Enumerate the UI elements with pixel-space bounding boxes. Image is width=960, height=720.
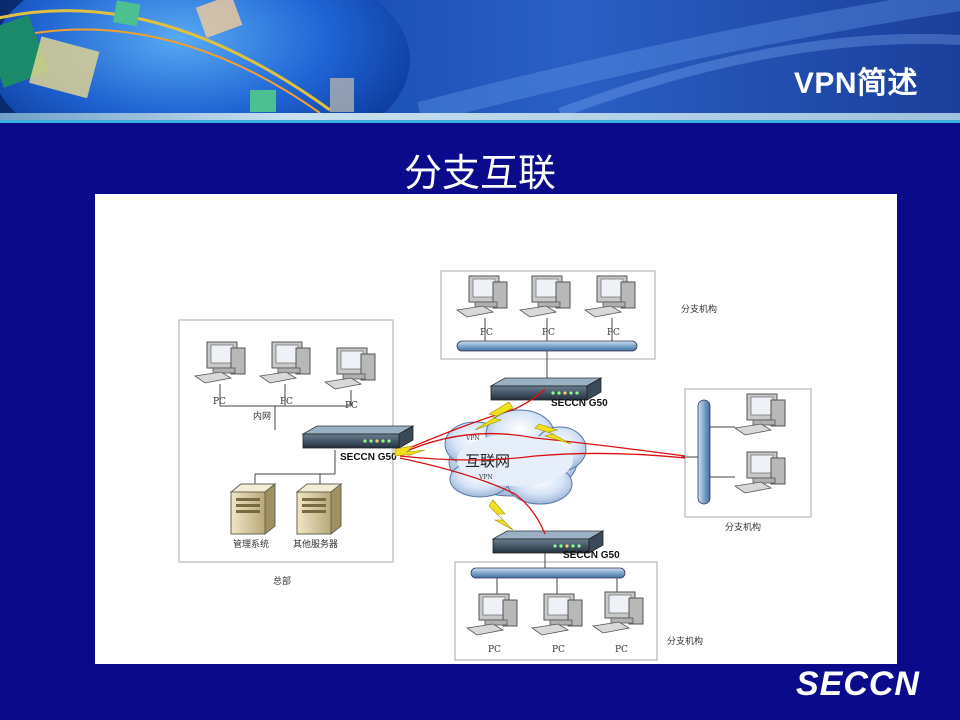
branch-top-pc-1-label: PC [480, 328, 493, 338]
branch-top-pc-3-label: PC [607, 328, 620, 338]
vpn-tunnels [399, 388, 686, 535]
hq-pc-2-label: PC [280, 397, 293, 407]
branch-right-frame [684, 388, 812, 518]
hq-pc-1 [194, 341, 246, 384]
other-server [296, 483, 342, 535]
branch-top-router-label: SECCN G50 [551, 398, 608, 409]
hq-lan-label: 内网 [253, 410, 271, 422]
branch-top-router [490, 377, 602, 401]
hq-pc-3 [324, 347, 376, 390]
branch-top-pc-3 [584, 275, 636, 318]
branch-top-bus [456, 340, 638, 352]
seccn-logo: SECCN [795, 665, 920, 703]
hq-pc-3-label: PC [345, 401, 358, 411]
network-diagram: PC PC PC 内网 SECCN G50 管理系统 其他服务器 总部 PC P… [178, 270, 812, 661]
branch-bottom-pc-2-label: PC [552, 645, 565, 655]
vpn-label-1: VPN [465, 435, 480, 442]
branch-bottom-pc-3 [592, 591, 644, 634]
other-server-label: 其他服务器 [293, 538, 338, 550]
header-banner: VPN简述 [0, 0, 960, 113]
mgmt-server [230, 483, 276, 535]
branch-right-pc-1 [734, 393, 786, 436]
hq-pc-2 [259, 341, 311, 384]
hq-router-label: SECCN G50 [340, 452, 397, 463]
lightning-bolts [394, 401, 572, 531]
internet-label: 互联网 [465, 452, 510, 470]
branch-top-pc-2 [519, 275, 571, 318]
branch-right-label: 分支机构 [725, 521, 761, 533]
hq-label: 总部 [273, 575, 291, 587]
branch-top-label: 分支机构 [681, 303, 717, 315]
mgmt-server-label: 管理系统 [233, 538, 269, 550]
branch-top-frame [440, 270, 656, 360]
branch-bottom-pc-2 [531, 593, 583, 636]
header-title: VPN简述 [793, 67, 918, 100]
header-line [0, 120, 960, 123]
header-stripe [0, 113, 960, 120]
slide-title: 分支互联 [403, 151, 556, 195]
branch-bottom-pc-3-label: PC [615, 645, 628, 655]
vpn-label-2: VPN [478, 474, 493, 481]
diagram-panel: PC PC PC 内网 SECCN G50 管理系统 其他服务器 总部 PC P… [95, 194, 897, 664]
branch-right-pc-2 [734, 451, 786, 494]
hq-router [302, 425, 414, 449]
branch-bottom-router-label: SECCN G50 [563, 550, 620, 561]
branch-bottom-pc-1 [466, 593, 518, 636]
branch-bottom-label: 分支机构 [667, 635, 703, 647]
header-graphic [0, 0, 960, 113]
branch-bottom-pc-1-label: PC [488, 645, 501, 655]
branch-top-pc-1 [456, 275, 508, 318]
branch-right-bus [697, 399, 711, 505]
internet-cloud [444, 409, 587, 505]
branch-bottom-frame [454, 561, 658, 661]
branch-top-pc-2-label: PC [542, 328, 555, 338]
branch-bottom-bus [470, 567, 626, 579]
